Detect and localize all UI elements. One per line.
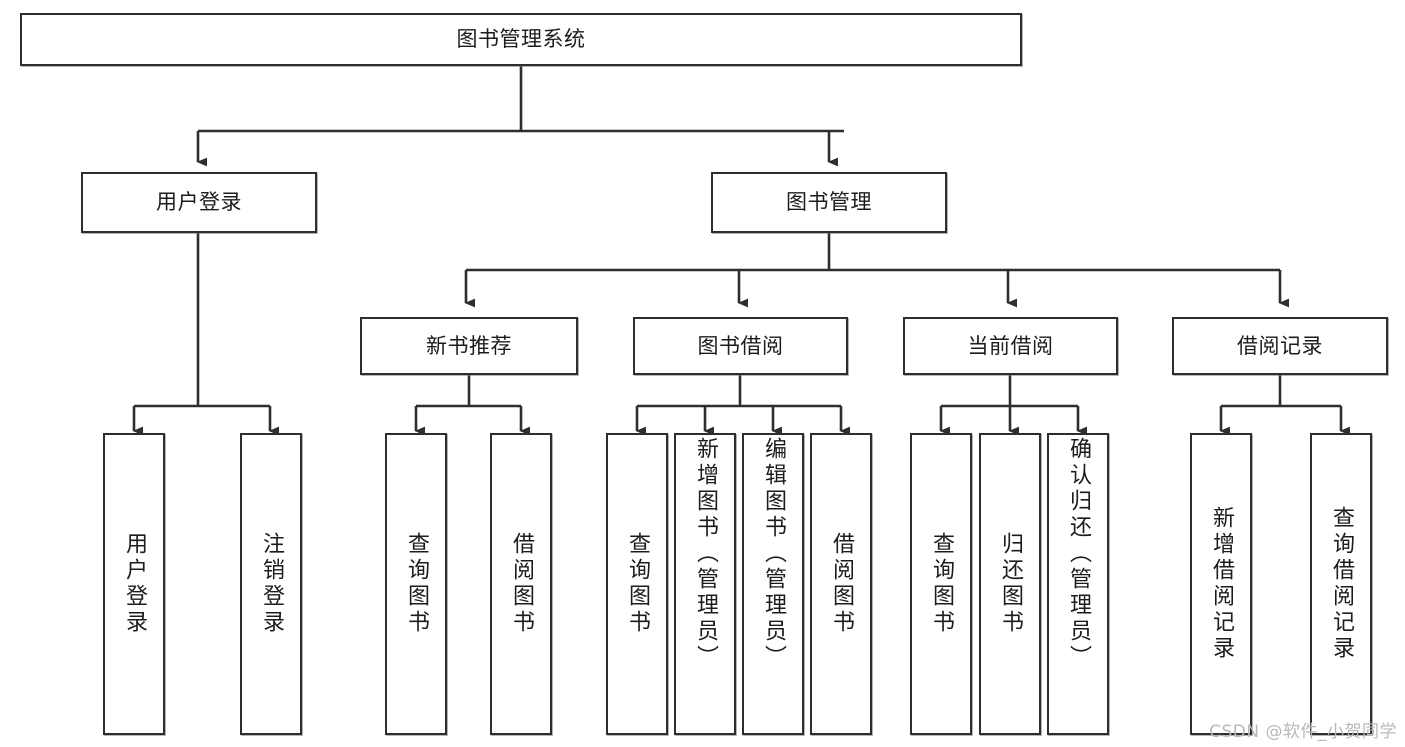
node-borrow-record[interactable]: 借阅记录 (1172, 317, 1388, 375)
node-new-book-recommend-label: 新书推荐 (426, 333, 512, 358)
node-leaf-query-borrow-record-label: 查询借阅记录 (1329, 506, 1354, 662)
node-new-book-recommend[interactable]: 新书推荐 (360, 317, 578, 375)
node-leaf-return-book-label: 归还图书 (998, 532, 1023, 636)
node-leaf-borrow-book-label: 借阅图书 (829, 532, 854, 636)
node-book-management[interactable]: 图书管理 (711, 172, 947, 233)
node-leaf-query-book-current[interactable]: 查询图书 (910, 433, 972, 735)
node-user-login[interactable]: 用户登录 (81, 172, 317, 233)
node-leaf-borrow-book[interactable]: 借阅图书 (810, 433, 872, 735)
node-book-management-label: 图书管理 (786, 190, 872, 215)
node-leaf-borrow-book-newbook-label: 借阅图书 (509, 532, 534, 636)
node-leaf-add-borrow-record[interactable]: 新增借阅记录 (1190, 433, 1252, 735)
node-current-borrow[interactable]: 当前借阅 (903, 317, 1118, 375)
node-leaf-return-book[interactable]: 归还图书 (979, 433, 1041, 735)
node-leaf-add-book-admin-label: 新增图书（管理员） (693, 437, 718, 671)
node-leaf-edit-book-admin-label: 编辑图书（管理员） (761, 437, 786, 671)
node-book-borrow-label: 图书借阅 (697, 333, 784, 358)
node-leaf-confirm-return-admin-label: 确认归还（管理员） (1066, 437, 1091, 671)
node-leaf-query-book-borrow-label: 查询图书 (625, 532, 650, 636)
node-leaf-query-book-newbook[interactable]: 查询图书 (385, 433, 447, 735)
node-leaf-query-book-borrow[interactable]: 查询图书 (606, 433, 668, 735)
node-leaf-confirm-return-admin[interactable]: 确认归还（管理员） (1047, 433, 1109, 735)
node-leaf-logout[interactable]: 注销登录 (240, 433, 302, 735)
node-book-borrow[interactable]: 图书借阅 (633, 317, 848, 375)
node-leaf-query-borrow-record[interactable]: 查询借阅记录 (1310, 433, 1372, 735)
node-root[interactable]: 图书管理系统 (20, 13, 1022, 66)
node-leaf-query-book-current-label: 查询图书 (929, 532, 954, 636)
node-borrow-record-label: 借阅记录 (1237, 333, 1323, 358)
node-root-label: 图书管理系统 (456, 27, 586, 52)
node-leaf-query-book-newbook-label: 查询图书 (404, 532, 429, 636)
node-leaf-logout-label: 注销登录 (259, 532, 284, 636)
node-leaf-borrow-book-newbook[interactable]: 借阅图书 (490, 433, 552, 735)
node-user-login-label: 用户登录 (156, 190, 242, 215)
node-leaf-user-login-label: 用户登录 (122, 532, 147, 636)
node-leaf-add-book-admin[interactable]: 新增图书（管理员） (674, 433, 736, 735)
watermark-text: CSDN @软件_小贺同学 (1209, 722, 1397, 742)
node-current-borrow-label: 当前借阅 (967, 333, 1054, 358)
node-leaf-add-borrow-record-label: 新增借阅记录 (1209, 506, 1234, 662)
node-leaf-user-login[interactable]: 用户登录 (103, 433, 165, 735)
node-leaf-edit-book-admin[interactable]: 编辑图书（管理员） (742, 433, 804, 735)
